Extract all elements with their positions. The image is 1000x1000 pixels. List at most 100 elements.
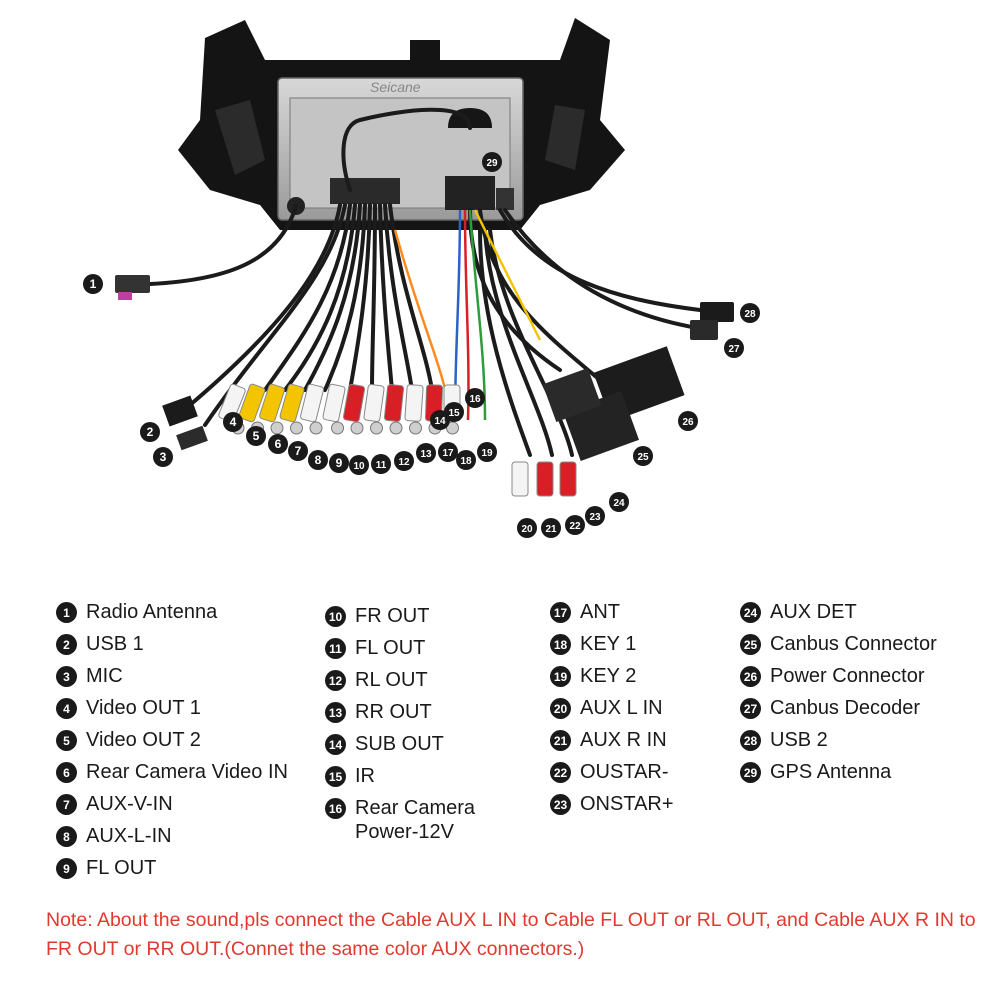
rca-plug-tip [389,421,403,435]
callout-number: 11 [376,460,387,471]
legend-label: USB 2 [770,729,828,751]
legend-label: FL OUT [355,637,426,659]
callout-number: 23 [589,512,601,523]
callout-badge [371,454,391,474]
legend-item: 28 USB 2 [740,728,937,752]
legend-number-badge: 9 [56,858,77,879]
rca-plug [279,383,305,423]
legend-label: AUX R IN [580,729,667,751]
legend-number-badge: 8 [56,826,77,847]
aux-rca-plug [536,461,554,497]
callout-number: 8 [315,453,322,467]
callout-badge [329,453,349,473]
legend-label: Rear Camera Power-12V [355,797,476,843]
usb1-plug [162,395,198,427]
wiring-diagram: Seicane [83,18,760,538]
mic-plug [176,425,208,451]
callout-badge [585,506,605,526]
callout-badge [246,426,266,446]
legend-label: OUSTAR- [580,761,669,783]
legend-label: Radio Antenna [86,601,218,623]
usb2-plug-b [690,320,718,340]
legend-label: AUX DET [770,601,857,623]
legend-number-badge: 4 [56,698,77,719]
callout-badge [724,338,744,358]
rca-plug [363,383,385,423]
frame-cutout-left [215,100,265,175]
callout-number: 4 [230,415,237,429]
usb-port-block [496,188,514,210]
callout-badge [482,152,502,172]
callout-badge [740,303,760,323]
callout-badge [268,434,288,454]
callout-badge [308,450,328,470]
callout-number: 12 [398,457,410,468]
frame-cutout-right [545,105,585,170]
rca-plug-tip [446,421,459,435]
legend-label: IR [355,765,375,787]
callout-number: 1 [90,277,97,291]
legend-label: Video OUT 1 [86,697,201,719]
callout-number: 19 [481,448,493,459]
callout-number: 6 [275,437,282,451]
callout-number: 22 [569,521,581,532]
callout-number: 20 [521,524,533,535]
legend-label: KEY 1 [580,633,637,655]
callout-number: 28 [744,309,756,320]
callout-number: 9 [336,456,343,470]
legend-number-badge: 27 [740,698,761,719]
legend-number-badge: 2 [56,634,77,655]
callout-number: 15 [448,408,460,419]
legend-number-badge: 23 [550,794,571,815]
legend-number-badge: 25 [740,634,761,655]
callout-number: 17 [442,448,454,459]
legend-number-badge: 24 [740,602,761,623]
legend-number-badge: 10 [325,606,346,627]
aux-rca-plug [511,461,529,497]
rca-plug-tip [290,421,303,435]
callout-number: 29 [486,158,498,169]
legend-label: Video OUT 2 [86,729,201,751]
legend-label: KEY 2 [580,665,637,687]
legend-label: MIC [86,665,123,687]
rca-plug [300,383,324,423]
callout-badge [438,442,458,462]
callout-badge [565,515,585,535]
rca-plug-tip [350,421,364,435]
legend-number-badge: 7 [56,794,77,815]
canbus-decoder [542,367,602,423]
cable-bundle [148,107,712,457]
callout-number: 2 [147,425,154,439]
callout-number: 24 [613,498,625,509]
callout-number: 3 [160,450,167,464]
callout-number: 14 [434,416,446,427]
legend-label: AUX L IN [580,697,663,719]
callout-badge [541,518,561,538]
legend-number-badge: 28 [740,730,761,751]
legend-item: 3 MIC [56,664,288,688]
rca-plug [342,383,366,423]
rca-plug [259,383,285,423]
legend-label: Rear Camera Video IN [86,761,288,783]
rear-port-block [330,178,400,204]
callout-badge [633,446,653,466]
legend-label: Power Connector [770,665,925,687]
legend-label: ONSTAR+ [580,793,674,815]
legend-number-badge: 3 [56,666,77,687]
